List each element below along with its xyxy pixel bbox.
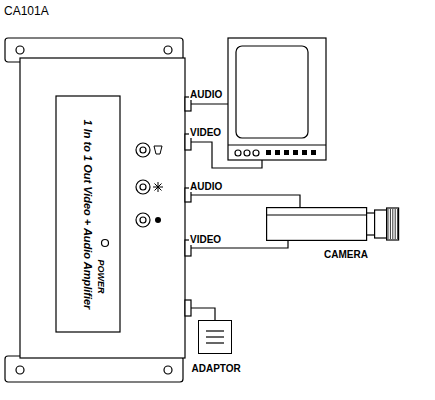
panel-label: 1 In to 1 Out Video + Audio Amplifier [82, 119, 93, 309]
power-led [102, 240, 109, 247]
brightness-symbol [153, 182, 163, 192]
contrast-symbol [155, 217, 161, 223]
signal-label: VIDEO [189, 235, 222, 245]
monitor-button [266, 150, 271, 155]
label-panel [56, 96, 120, 332]
mount-hole [164, 46, 172, 54]
volume-symbol [154, 146, 162, 154]
signal-label: AUDIO [189, 182, 223, 192]
device-label: ADAPTOR [192, 364, 241, 374]
monitor-button [235, 150, 241, 156]
knob [140, 147, 146, 153]
monitor-button [253, 150, 259, 156]
amplifier-housing: 1 In to 1 Out Video + Audio AmplifierPOW… [20, 58, 185, 358]
knob [140, 217, 146, 223]
mount-hole [16, 46, 24, 54]
bottom-flange [5, 356, 183, 382]
adaptor-outline [199, 321, 233, 355]
power-adaptor: ADAPTOR [198, 320, 232, 354]
mount-hole [164, 366, 172, 374]
knob [136, 180, 150, 194]
camera-outline [266, 207, 400, 241]
monitor-button [302, 150, 307, 155]
signal-label: VIDEO [189, 128, 222, 138]
housing-body [20, 58, 185, 358]
video-wire [191, 142, 262, 168]
monitor-screen [236, 46, 308, 138]
title: CA101A [4, 4, 49, 18]
audio-wire [191, 103, 228, 104]
monitor-button [275, 150, 280, 155]
camera: CAMERA [266, 207, 400, 241]
monitor-case [228, 38, 326, 160]
knob [136, 143, 150, 157]
monitor-button [311, 150, 316, 155]
monitor-panel [228, 144, 326, 145]
cable [191, 195, 300, 207]
knob [136, 213, 150, 227]
monitor-button [284, 150, 289, 155]
cable [191, 308, 215, 320]
mount-hole [16, 366, 24, 374]
monitor-button [244, 150, 250, 156]
monitor-button [293, 150, 298, 155]
panel-label: POWER [96, 259, 105, 293]
device-label: CAMERA [324, 250, 368, 260]
signal-label: AUDIO [189, 90, 223, 100]
jack [185, 300, 191, 316]
knob [140, 184, 146, 190]
